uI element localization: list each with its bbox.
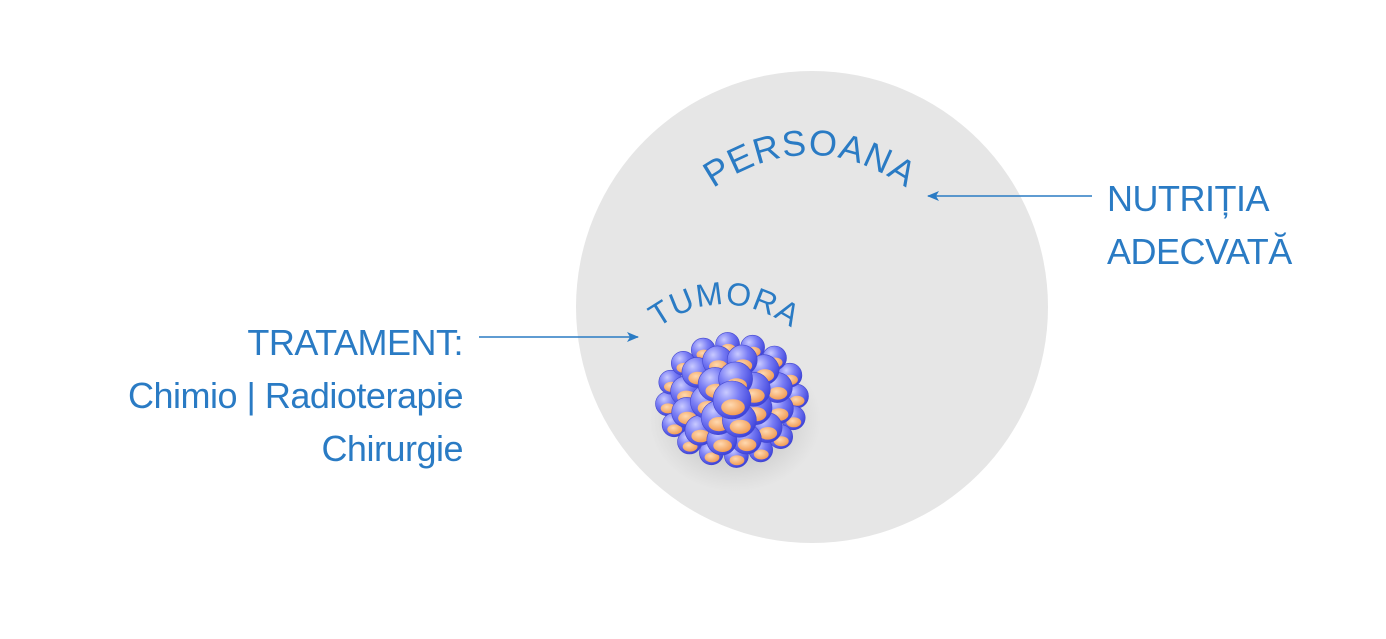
tumor-cell-core	[691, 429, 710, 443]
tumor-image	[649, 332, 821, 492]
tumor-cell-core	[729, 419, 751, 434]
tumor-cell-core	[713, 439, 732, 453]
tumor-cell-core	[753, 449, 769, 460]
tumor-cell-core	[667, 424, 683, 435]
tumor-cell-core	[758, 427, 778, 440]
tumor-cell-core	[704, 452, 720, 463]
tumor-cell-core	[737, 438, 757, 452]
nutrition-line-1: NUTRIȚIA	[1107, 178, 1269, 219]
tumor-cell-core	[768, 387, 788, 400]
nutrition-label: NUTRIȚIA ADECVATĂ	[1107, 172, 1292, 278]
nutrition-line-2: ADECVATĂ	[1107, 231, 1292, 272]
tumor-cell-core	[721, 399, 745, 416]
tumor-cell-core	[729, 455, 745, 466]
treatment-title: TRATAMENT:	[247, 322, 463, 363]
treatment-label: TRATAMENT: Chimio | Radioterapie Chirurg…	[127, 316, 464, 475]
tumor-cell-core	[786, 417, 802, 428]
tumor-cell-core	[789, 395, 805, 406]
treatment-methods: Chimio | Radioterapie	[127, 375, 464, 416]
treatment-surgery: Chirurgie	[321, 428, 463, 469]
